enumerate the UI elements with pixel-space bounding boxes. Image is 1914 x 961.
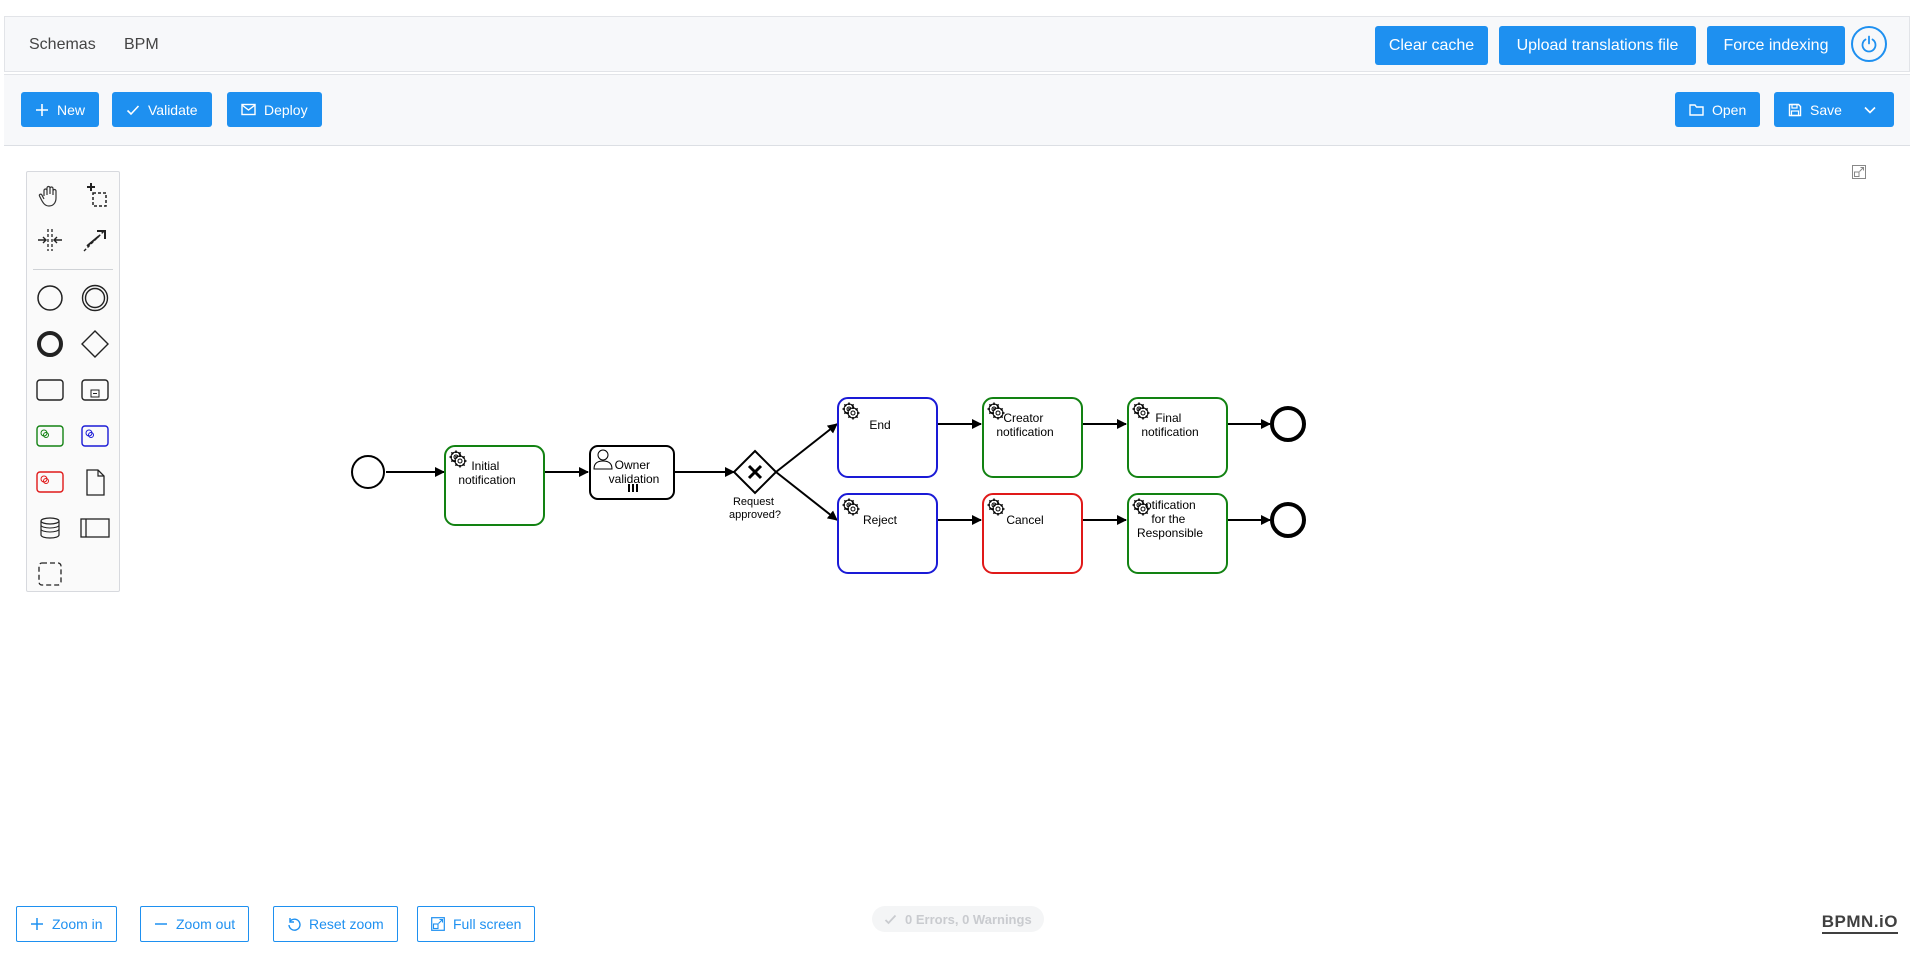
new-label: New [57,101,86,118]
space-tool[interactable] [34,224,66,256]
reset-icon [288,918,301,931]
fullscreen-icon [431,917,445,931]
start-event-icon [37,285,63,311]
space-tool-icon [38,229,62,251]
full-screen-label: Full screen [453,916,522,932]
zoom-in-button[interactable]: Zoom in [16,906,117,942]
data-store-icon [40,517,60,539]
lasso-tool[interactable] [79,179,111,211]
validate-label: Validate [148,101,198,118]
subprocess-icon [81,379,109,401]
service-task-red-icon [36,471,64,493]
hand-tool[interactable] [34,179,66,211]
zoom-in-label: Zoom in [52,916,103,932]
data-object-icon [86,469,105,496]
service-task-blue-tool[interactable] [79,420,111,452]
zoom-out-button[interactable]: Zoom out [140,906,250,942]
reset-zoom-label: Reset zoom [309,916,384,932]
minus-icon [155,923,167,925]
gateway-icon [81,330,109,358]
group-tool[interactable] [34,558,66,590]
connect-arrow-icon [83,230,106,252]
end-event-icon [37,331,63,357]
data-object-tool[interactable] [79,466,111,498]
chevron-down-icon[interactable] [1864,106,1876,114]
pool-icon [80,518,110,538]
folder-icon [1689,104,1704,116]
power-button[interactable] [1851,26,1887,62]
check-icon [126,104,140,115]
bpmn-canvas[interactable] [4,146,1910,961]
deploy-button[interactable]: Deploy [227,92,322,127]
power-icon [1861,35,1877,53]
force-indexing-label: Force indexing [1723,36,1829,54]
bpmn-io-logo[interactable]: BPMN.iO [1821,912,1898,934]
full-screen-button[interactable]: Full screen [417,906,536,942]
save-button[interactable]: Save [1774,92,1894,127]
plus-icon [36,103,48,116]
validation-status[interactable]: 0 Errors, 0 Warnings [872,906,1044,932]
global-connect-tool[interactable] [79,224,111,256]
clear-cache-label: Clear cache [1388,36,1475,54]
open-label: Open [1712,101,1747,118]
lasso-icon [87,183,107,207]
data-store-tool[interactable] [34,512,66,544]
reset-zoom-button[interactable]: Reset zoom [273,906,398,942]
service-task-red-tool[interactable] [34,466,66,498]
intermediate-event-tool[interactable] [79,282,111,314]
new-button[interactable]: New [21,92,100,127]
clear-cache-button[interactable]: Clear cache [1375,26,1488,65]
start-event-tool[interactable] [34,282,66,314]
service-task-blue-icon [81,425,109,447]
check-icon [884,914,897,924]
palette-separator [33,269,113,270]
force-indexing-button[interactable]: Force indexing [1707,26,1845,65]
save-label: Save [1810,101,1842,118]
open-button[interactable]: Open [1675,92,1761,127]
upload-translations-label: Upload translations file [1516,36,1679,54]
deploy-label: Deploy [264,101,308,118]
zoom-out-label: Zoom out [176,916,236,932]
subprocess-tool[interactable] [79,374,111,406]
top-navbar: Schemas BPM Clear cache Upload translati… [4,16,1910,72]
upload-translations-button[interactable]: Upload translations file [1499,26,1696,65]
nav-link-bpm[interactable]: BPM [124,36,159,53]
pool-tool[interactable] [79,512,111,544]
validate-button[interactable]: Validate [112,92,212,127]
plus-icon [31,918,43,930]
nav-link-schemas[interactable]: Schemas [29,36,96,53]
save-icon [1788,103,1802,116]
tool-palette [26,171,120,592]
end-event-tool[interactable] [34,328,66,360]
fit-viewport-icon[interactable] [1852,165,1866,179]
intermediate-event-icon [81,284,109,312]
mail-icon [241,103,256,116]
service-task-green-icon [36,425,64,447]
validation-status-text: 0 Errors, 0 Warnings [905,911,1032,927]
editor-toolbar: New Validate Deploy Open Save [4,74,1910,146]
service-task-green-tool[interactable] [34,420,66,452]
gateway-tool[interactable] [79,328,111,360]
task-tool[interactable] [34,374,66,406]
hand-icon [38,185,57,207]
task-icon [36,379,64,401]
group-icon [38,562,62,586]
